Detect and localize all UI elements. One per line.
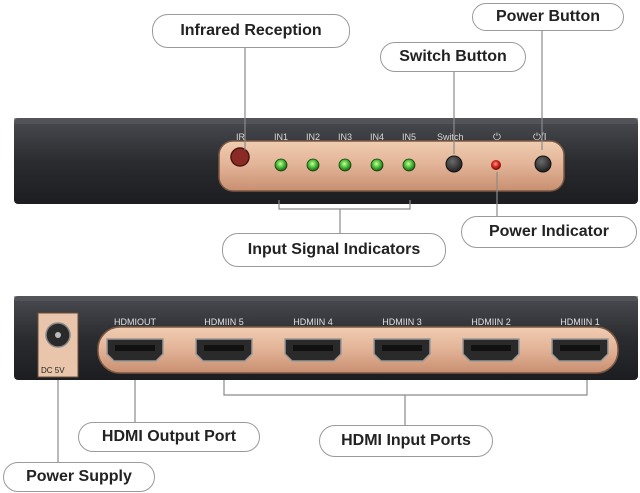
- hdmi-port-pins-5: [471, 345, 511, 351]
- input-label-5: IN5: [402, 132, 416, 142]
- switch-button-callout: Switch Button: [380, 42, 526, 72]
- input-led-group: [274, 158, 416, 172]
- input-led-icon-1: [274, 158, 288, 172]
- input-led-icon-2: [306, 158, 320, 172]
- input-led-icon-5: [402, 158, 416, 172]
- dc-label: DC 5V: [41, 366, 65, 375]
- hdmi-port-pins-4: [382, 345, 422, 351]
- hdmi-port-label-1: HDMIOUT: [114, 317, 156, 327]
- input-label-4: IN4: [370, 132, 384, 142]
- power-supply-callout: Power Supply: [3, 462, 155, 492]
- input-label-3: IN3: [338, 132, 352, 142]
- power-button-icon: [534, 155, 552, 173]
- leader-lines: [57, 28, 588, 464]
- input-led-icon-3: [338, 158, 352, 172]
- power-button-callout: Power Button: [472, 3, 624, 31]
- hdmi-port-pins-1: [115, 345, 155, 351]
- hdmi-port-label-2: HDMIIN 5: [204, 317, 244, 327]
- hdmi-port-pins-2: [204, 345, 244, 351]
- hdmi-port-label-3: HDMIIN 4: [293, 317, 333, 327]
- hdmi-port-label-5: HDMIIN 2: [471, 317, 511, 327]
- power-button-symbol: ⏻/I: [533, 132, 546, 143]
- hdmi-port-label-4: HDMIIN 3: [382, 317, 422, 327]
- hdmi-port-pins-3: [293, 345, 333, 351]
- hdmi-port-pins-6: [560, 345, 600, 351]
- input-label-2: IN2: [306, 132, 320, 142]
- ir-label: IR: [236, 132, 246, 142]
- switch-label: Switch: [437, 132, 464, 142]
- hdmi-output-port-callout: HDMI Output Port: [78, 422, 260, 452]
- ir-receiver-icon: [230, 147, 250, 167]
- power-led-symbol: ⏻: [493, 132, 501, 143]
- power-led-icon: [491, 160, 501, 170]
- switch-button-icon: [445, 155, 463, 173]
- input-label-1: IN1: [274, 132, 288, 142]
- hdmi-port-label-6: HDMIIN 1: [560, 317, 600, 327]
- front-panel-trim: [218, 140, 565, 192]
- input-signal-indicators-callout: Input Signal Indicators: [222, 233, 446, 267]
- rear-unit: [14, 296, 638, 380]
- rear-panel-trim: [97, 326, 619, 374]
- input-led-icon-4: [370, 158, 384, 172]
- input-labels: IN1 IN2 IN3 IN4 IN5: [274, 132, 416, 142]
- infrared-reception-callout: Infrared Reception: [152, 14, 350, 48]
- power-indicator-callout: Power Indicator: [461, 216, 637, 248]
- hdmi-port-group: HDMIOUT HDMIIN 5 HDMIIN 4 HDMIIN 3 HDMIIN 2 H…: [106, 317, 609, 362]
- hdmi-input-ports-callout: HDMI Input Ports: [319, 425, 493, 457]
- front-unit: [14, 118, 638, 204]
